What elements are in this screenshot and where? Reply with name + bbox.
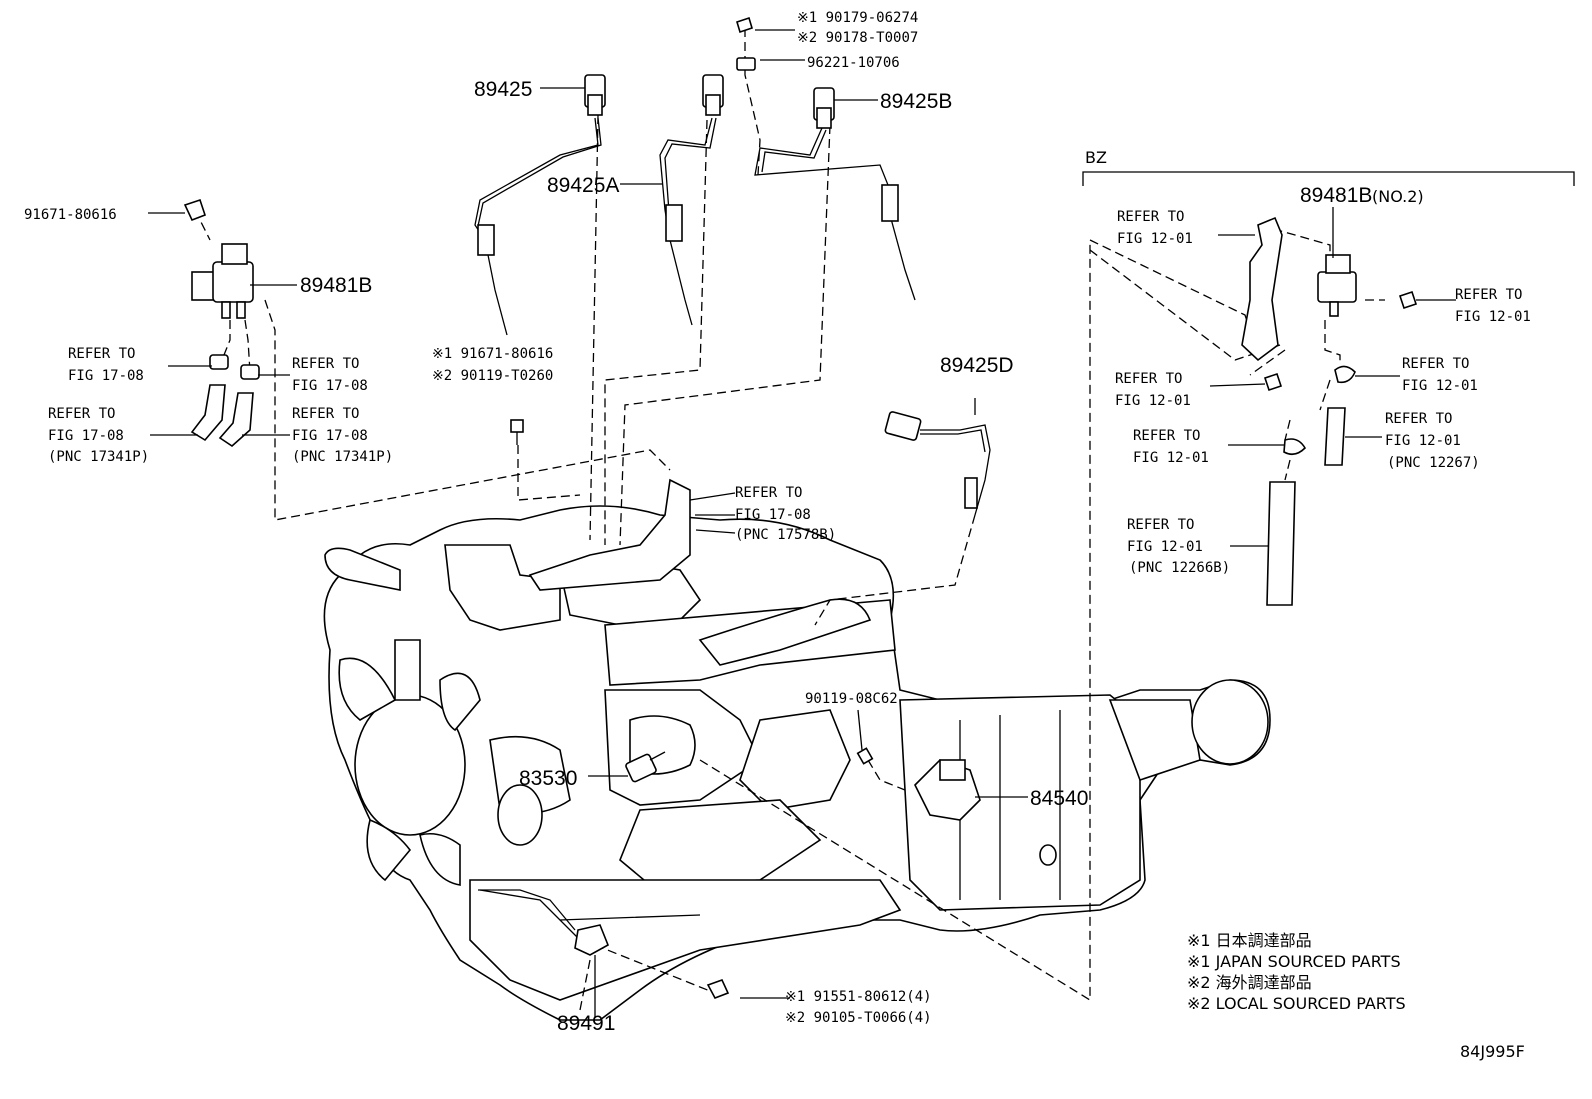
bz-clamp[interactable] (1334, 365, 1356, 384)
label-leaders (148, 29, 1456, 1018)
ref-left-3-c: (PNC 17341P) (48, 449, 149, 465)
label-89425: 89425 (474, 78, 532, 101)
ref-bz-6-b: FIG 12-01 (1133, 450, 1209, 466)
bz-bracket[interactable] (1241, 216, 1283, 362)
sensor-89425A[interactable] (659, 74, 724, 326)
label-83530: 83530 (519, 767, 577, 790)
bz-long-hose[interactable] (1266, 481, 1296, 606)
label-90179: ※1 90179-06274 (797, 10, 918, 26)
legend-line-4: ※2 LOCAL SOURCED PARTS (1187, 994, 1406, 1013)
ref-left-2-b: FIG 17-08 (292, 378, 368, 394)
ref-bz-5-b: FIG 12-01 (1385, 433, 1461, 449)
switch-84540[interactable] (914, 759, 981, 821)
ref-bz-5-a: REFER TO (1385, 411, 1452, 427)
ref-left-3-b: FIG 17-08 (48, 428, 124, 444)
bolt-91551[interactable] (706, 979, 730, 999)
ref-left-1-a: REFER TO (68, 346, 135, 362)
switch-83530[interactable] (625, 751, 666, 783)
bz-bolt[interactable] (1398, 290, 1418, 310)
label-89481B-left: 89481B (300, 274, 372, 297)
leader-dashed-lines (194, 28, 1385, 1011)
transmission-flange (1191, 679, 1269, 765)
label-84540: 84540 (1030, 787, 1088, 810)
legend-line-1: ※1 日本調達部品 (1187, 931, 1312, 950)
bolt-90119-08C62[interactable] (856, 747, 874, 765)
ref-bz-4-b: FIG 12-01 (1115, 393, 1191, 409)
ref-left-4-c: (PNC 17341P) (292, 449, 393, 465)
ref-bz-1-b: FIG 12-01 (1117, 231, 1193, 247)
bz-region (1082, 171, 1575, 606)
ref-left-3-a: REFER TO (48, 406, 115, 422)
ref-bz-2-a: REFER TO (1455, 287, 1522, 303)
bracket-17578B[interactable] (528, 478, 691, 591)
label-89491: 89491 (557, 1012, 615, 1035)
ref-mid-a: REFER TO (735, 485, 802, 501)
vsv-89481B-no2[interactable] (1317, 271, 1357, 303)
ref-left-4-a: REFER TO (292, 406, 359, 422)
bolt-91671-90119[interactable] (510, 419, 524, 445)
ref-mid-b: FIG 17-08 (735, 507, 811, 523)
bz-short-hose[interactable] (1324, 407, 1346, 466)
ref-mid-c: (PNC 17578B) (735, 527, 836, 543)
label-91671-top: 91671-80616 (24, 207, 117, 223)
ref-bz-2-b: FIG 12-01 (1455, 309, 1531, 325)
sensor-89491[interactable] (478, 889, 610, 956)
label-no2: (NO.2) (1372, 187, 1424, 206)
ref-bz-7-b: FIG 12-01 (1127, 539, 1203, 555)
label-96221: 96221-10706 (807, 55, 900, 71)
label-91671-mid: ※1 91671-80616 (432, 346, 553, 362)
legend-line-2: ※1 JAPAN SOURCED PARTS (1187, 952, 1401, 971)
label-90105: ※2 90105-T0066(4) (785, 1010, 932, 1026)
label-90119-08c62: 90119-08C62 (805, 691, 898, 707)
ref-bz-5-c: (PNC 12267) (1387, 455, 1480, 471)
ref-bz-3-b: FIG 12-01 (1402, 378, 1478, 394)
ref-bz-7-a: REFER TO (1127, 517, 1194, 533)
sensor-89425[interactable] (474, 74, 606, 336)
ref-bz-3-a: REFER TO (1402, 356, 1469, 372)
labels: 89425 89425A 89425B 89425D ※1 90179-0627… (24, 10, 1531, 1061)
label-89425B: 89425B (880, 90, 952, 113)
label-89425D: 89425D (940, 354, 1014, 377)
clip-90179[interactable] (736, 16, 753, 34)
clamp-96221[interactable] (736, 57, 756, 71)
label-90119-t0260: ※2 90119-T0260 (432, 368, 553, 384)
bz-bracket-line (1082, 171, 1575, 186)
legend-line-3: ※2 海外調達部品 (1187, 973, 1312, 992)
label-90178: ※2 90178-T0007 (797, 30, 918, 46)
ref-left-2-a: REFER TO (292, 356, 359, 372)
bz-small-bolt[interactable] (1263, 372, 1283, 392)
figure-code: 84J995F (1460, 1042, 1525, 1061)
ref-bz-4-a: REFER TO (1115, 371, 1182, 387)
ref-bz-1-a: REFER TO (1117, 209, 1184, 225)
vsv-89481B-left[interactable] (183, 198, 260, 448)
engine-transmission-assembly (323, 505, 1271, 1021)
ref-left-1-b: FIG 17-08 (68, 368, 144, 384)
label-89481B-right: 89481B (1300, 184, 1372, 207)
label-89425A: 89425A (547, 174, 619, 197)
sensor-89425D[interactable] (884, 411, 991, 516)
label-91551: ※1 91551-80612(4) (785, 989, 932, 1005)
sensor-89425B[interactable] (754, 87, 916, 301)
ref-bz-7-c: (PNC 12266B) (1129, 560, 1230, 576)
ref-left-4-b: FIG 17-08 (292, 428, 368, 444)
ref-bz-6-a: REFER TO (1133, 428, 1200, 444)
bz-hose-clip[interactable] (1283, 438, 1307, 456)
bz-label: BZ (1085, 148, 1107, 167)
bolt-91671-80616-icon (183, 198, 207, 222)
